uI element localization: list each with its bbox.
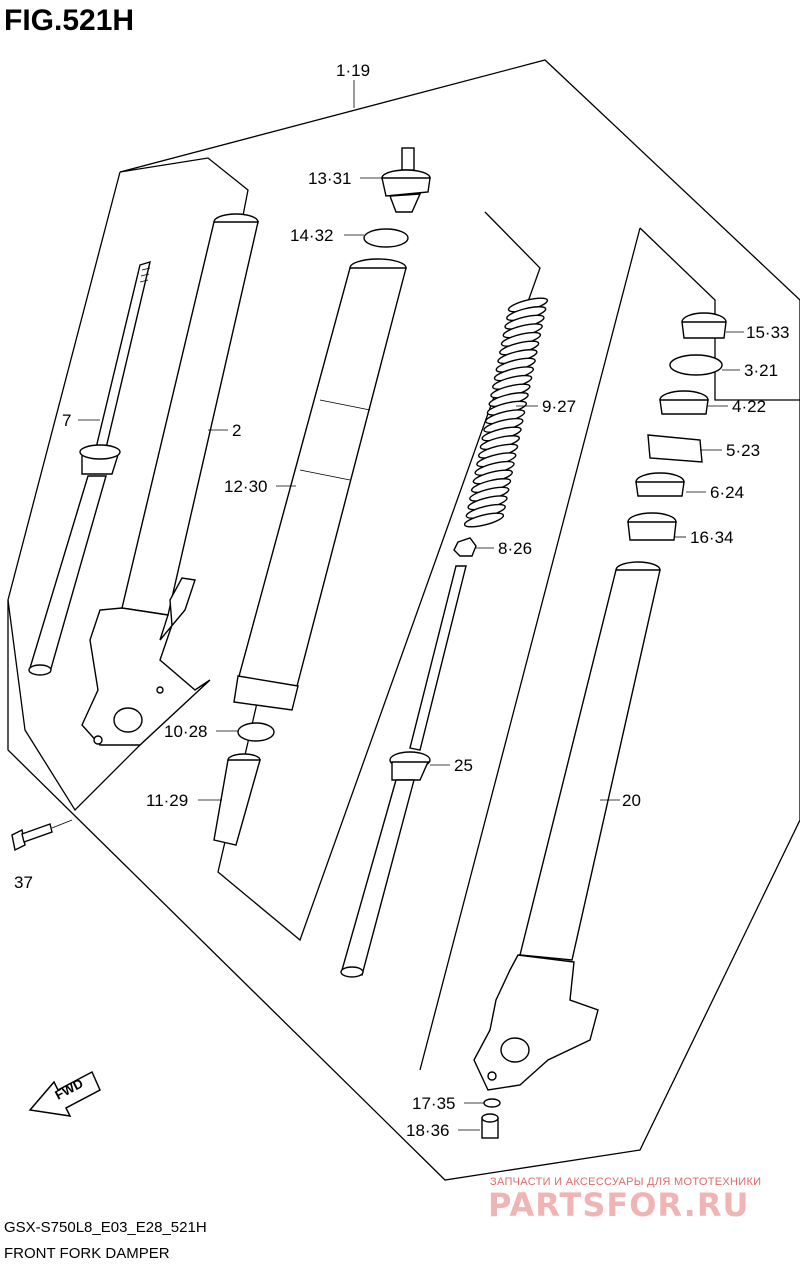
leader-lines (78, 80, 744, 1131)
callout-13-31: 13·31 (308, 169, 351, 188)
callout-17-35: 17·35 (412, 1094, 455, 1113)
callout-9-27: 9·27 (542, 397, 576, 416)
callout-14-32: 14·32 (290, 226, 333, 245)
callout-7: 7 (62, 411, 71, 430)
part-16-bushing (627, 512, 677, 541)
part-13-fork-cap (381, 147, 431, 213)
part-3-ring (669, 354, 723, 376)
callout-15-33: 15·33 (746, 323, 789, 342)
callout-10-28: 10·28 (164, 722, 207, 741)
spring-coil (463, 512, 505, 528)
callout-6-24: 6·24 (710, 483, 744, 502)
part-4-seal (659, 390, 709, 415)
part-6-dust-seal (635, 472, 685, 497)
callout-5-23: 5·23 (726, 441, 760, 460)
part-7-damper-cartridge (28, 260, 151, 676)
part-12-inner-tube (233, 258, 407, 711)
part-25-damper-rod (340, 565, 467, 978)
callout-18-36: 18·36 (406, 1121, 449, 1140)
part-9-spring (463, 297, 549, 528)
figure-title: FIG.521H (4, 4, 134, 37)
callout-20: 20 (622, 791, 641, 810)
part-14-o-ring (363, 228, 409, 248)
callout-8-26: 8·26 (498, 539, 532, 558)
callout-1-19: 1·19 (336, 61, 370, 80)
callout-25: 25 (454, 756, 473, 775)
callout-4-22: 4·22 (732, 397, 766, 416)
part-11-spacer (213, 753, 261, 846)
part-17-washer (483, 1098, 501, 1108)
callout-37: 37 (14, 873, 33, 892)
part-15-bushing (681, 312, 727, 339)
part-18-drain-bolt (481, 1113, 499, 1139)
part-8-nut (453, 537, 477, 557)
watermark-brand: PARTSFOR.RU (488, 1186, 749, 1224)
part-5-circlip (647, 434, 703, 463)
watermark-tagline: ЗАПЧАСТИ И АКСЕССУАРЫ ДЛЯ МОТОТЕХНИКИ (490, 1176, 761, 1188)
assembly-boundary (7, 59, 800, 1181)
model-code: GSX-S750L8_E03_E28_521H (4, 1219, 207, 1236)
figure-caption: FRONT FORK DAMPER (4, 1245, 170, 1262)
callout-3-21: 3·21 (744, 361, 778, 380)
right-panel-boundary (639, 227, 800, 401)
part-20-outer-tube (473, 561, 661, 1091)
fwd-direction-arrow: FWD (28, 1070, 101, 1117)
callout-2: 2 (232, 421, 241, 440)
callout-16-34: 16·34 (690, 528, 733, 547)
callout-12-30: 12·30 (224, 477, 267, 496)
part-37-bolt (11, 819, 73, 852)
part-10-ring (237, 722, 275, 742)
part-2-outer-tube (81, 213, 259, 746)
callout-11-29: 11·29 (146, 791, 188, 810)
